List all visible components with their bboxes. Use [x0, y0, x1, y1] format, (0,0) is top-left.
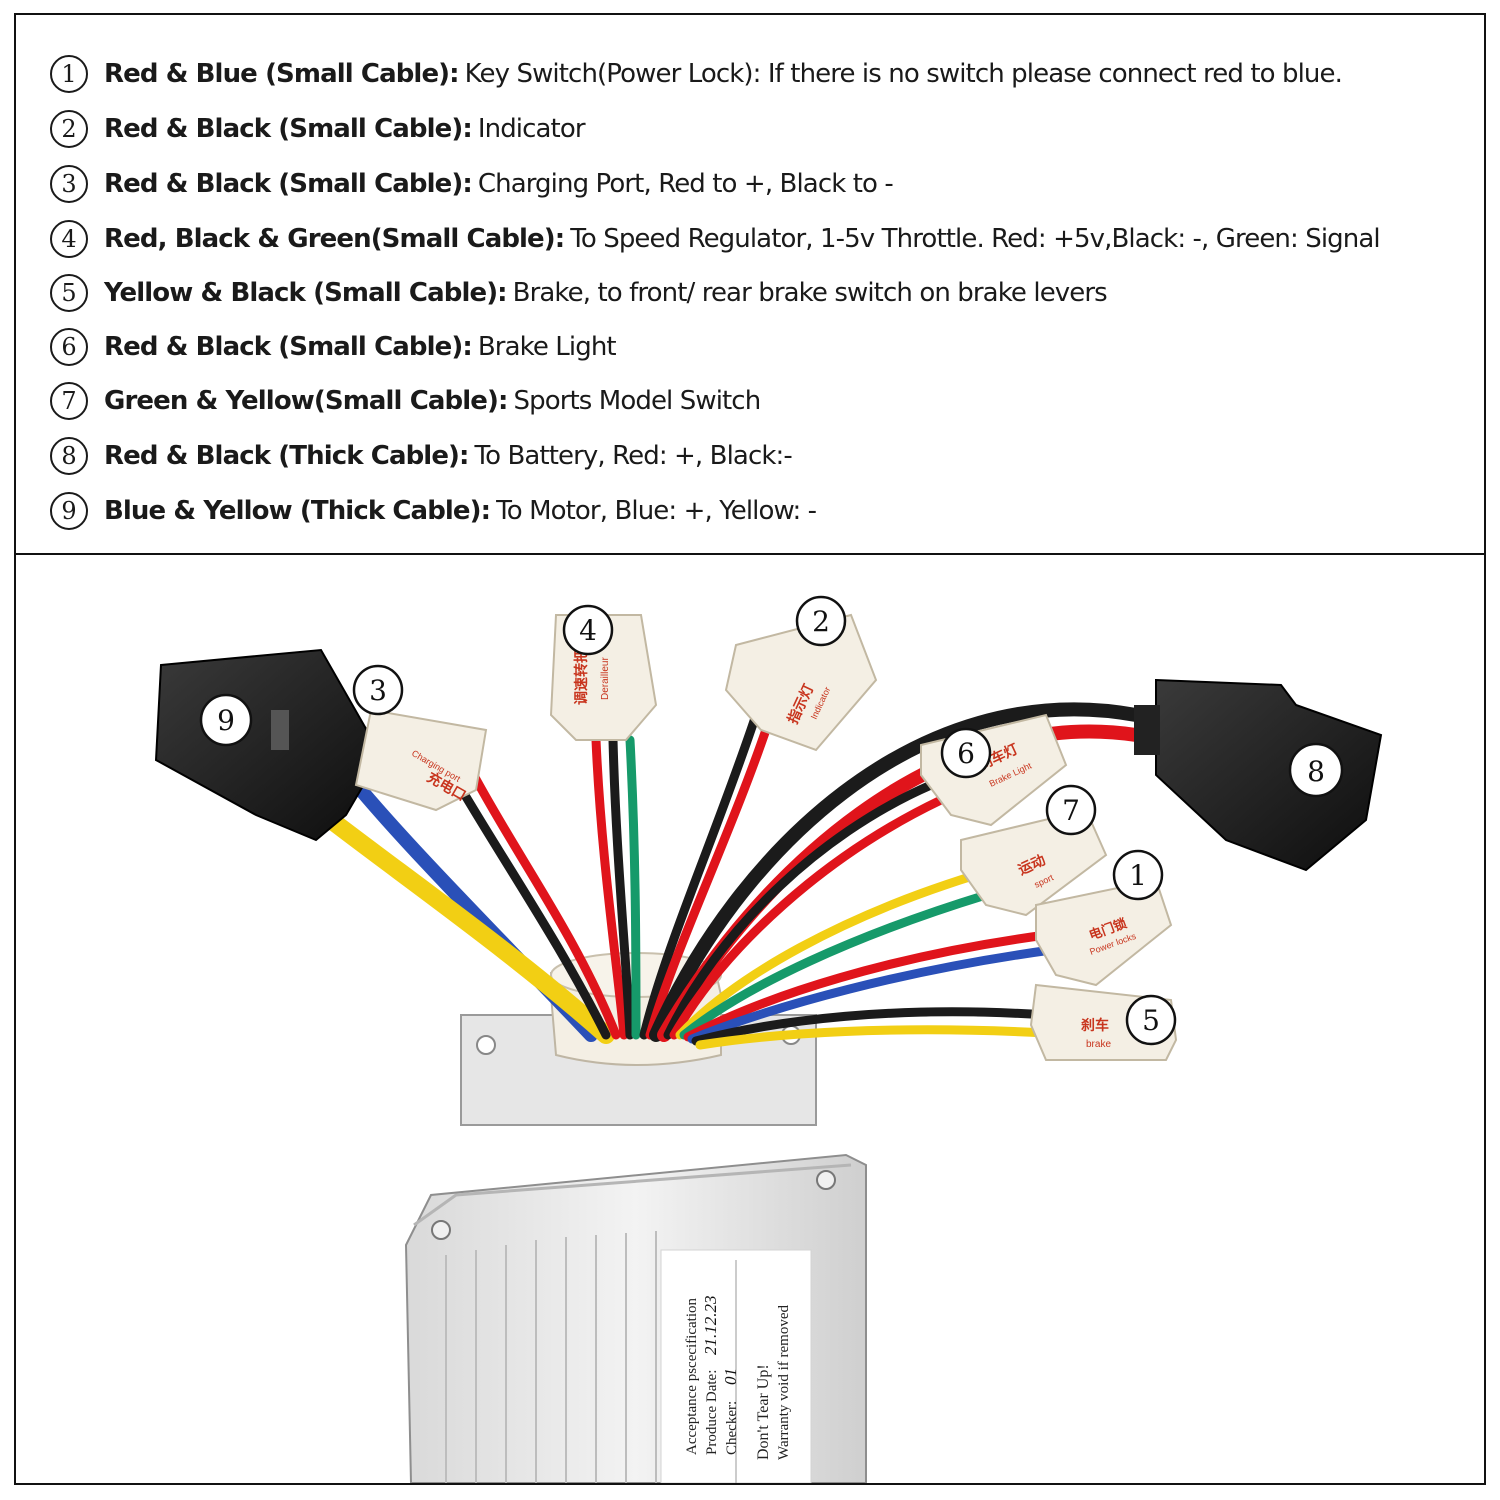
legend-label-2: Red & Black (Small Cable): — [104, 114, 473, 144]
wire-1-blue — [687, 945, 1056, 1044]
warranty-label: Acceptance pscecification Produce Date: … — [660, 1249, 812, 1483]
legend-desc-1: Key Switch(Power Lock): If there is no s… — [464, 59, 1343, 89]
legend-desc-9: To Motor, Blue: +, Yellow: - — [496, 496, 817, 526]
controller-photo: Acceptance pscecification Produce Date: … — [16, 555, 1484, 1483]
callout-2-number: 2 — [812, 605, 830, 638]
legend-item-8: 8 Red & Black (Thick Cable): To Battery,… — [50, 431, 793, 481]
wire-2-red — [645, 710, 776, 1040]
legend-label-1: Red & Blue (Small Cable): — [104, 59, 460, 89]
legend-desc-8: To Battery, Red: +, Black:- — [474, 441, 793, 471]
callout-6 — [940, 727, 992, 779]
legend-desc-7: Sports Model Switch — [513, 386, 761, 416]
legend-number-8: 8 — [50, 437, 88, 475]
label-handwritten-date: 21.12.23 — [701, 1296, 720, 1356]
legend-item-6: 6 Red & Black (Small Cable): Brake Light — [50, 322, 617, 372]
callout-6-number: 6 — [957, 737, 975, 770]
wire-6-black — [663, 780, 936, 1040]
callout-1 — [1112, 849, 1164, 901]
legend-label-5: Yellow & Black (Small Cable): — [104, 278, 508, 308]
legend-desc-6: Brake Light — [477, 332, 617, 362]
wire-7-yellow — [675, 870, 981, 1040]
callout-7-number: 7 — [1062, 794, 1080, 827]
callout-9 — [199, 693, 253, 747]
label-line-checker: Checker: — [724, 1401, 740, 1455]
legend-label-6: Red & Black (Small Cable): — [104, 332, 473, 362]
label-line-dont-tear: Don't Tear Up! — [755, 1364, 772, 1460]
legend-desc-5: Brake, to front/ rear brake switch on br… — [512, 278, 1108, 308]
legend-label-4: Red, Black & Green(Small Cable): — [104, 224, 565, 254]
legend-label-3: Red & Black (Small Cable): — [104, 169, 473, 199]
wire-4-red — [591, 735, 629, 1040]
connector-3-charging: 充电口 Charging port 3 — [352, 664, 488, 812]
label-handwritten-checker: 01 — [721, 1368, 740, 1385]
tag-4-en: Derailleur — [600, 657, 611, 700]
connector-6-brake-light: 刹车灯 Brake Light 6 — [920, 713, 1068, 827]
wire-3-red — [466, 765, 621, 1040]
tag-5-cn: 刹车 — [1081, 1017, 1109, 1034]
callout-8 — [1288, 742, 1344, 798]
legend-item-1: 1 Red & Blue (Small Cable): Key Switch(P… — [50, 49, 1343, 99]
legend-number-4: 4 — [50, 220, 88, 258]
legend-label-9: Blue & Yellow (Thick Cable): — [104, 496, 491, 526]
connector-2-indicator: 指示灯 Indicator 2 — [724, 595, 878, 752]
legend-desc-3: Charging Port, Red to +, Black to - — [477, 169, 894, 199]
controller-illustration: Acceptance pscecification Produce Date: … — [154, 595, 1383, 1483]
wire-3-black — [451, 775, 611, 1040]
legend-number-3: 3 — [50, 165, 88, 203]
callout-4-number: 4 — [579, 614, 597, 647]
callout-5-number: 5 — [1142, 1004, 1160, 1037]
legend-number-6: 6 — [50, 328, 88, 366]
wire-5-black — [691, 1007, 1051, 1046]
callout-3 — [352, 664, 404, 716]
legend-item-4: 4 Red, Black & Green(Small Cable): To Sp… — [50, 214, 1381, 264]
connector-7-sport: 运动 sport 7 — [960, 784, 1108, 917]
legend-number-2: 2 — [50, 110, 88, 148]
tag-5-en: brake — [1086, 1039, 1111, 1050]
connector-4-throttle: 调速转把 Derailleur 4 — [549, 604, 658, 741]
connector-8-battery: 8 — [1134, 678, 1383, 872]
wire-1-red — [683, 930, 1051, 1042]
wire-8-black — [649, 702, 1143, 1042]
legend-number-9: 9 — [50, 492, 88, 530]
wire-6-red — [669, 795, 946, 1040]
legend-item-9: 9 Blue & Yellow (Thick Cable): To Motor,… — [50, 486, 817, 536]
connector-1-power-lock: 电门锁 Power locks 1 — [1035, 849, 1173, 987]
legend-item-7: 7 Green & Yellow(Small Cable): Sports Mo… — [50, 376, 761, 426]
label-line-warranty-void: Warranty void if removed — [776, 1305, 792, 1460]
diagram-frame: 1 Red & Blue (Small Cable): Key Switch(P… — [14, 13, 1486, 1485]
callout-2 — [795, 595, 847, 647]
connector-9-motor: 9 — [154, 648, 383, 842]
legend-number-1: 1 — [50, 55, 88, 93]
callout-3-number: 3 — [369, 674, 387, 707]
wire-5-yellow — [695, 1025, 1051, 1050]
legend-label-8: Red & Black (Thick Cable): — [104, 441, 469, 471]
callout-5 — [1125, 994, 1177, 1046]
callout-8-number: 8 — [1307, 755, 1325, 788]
legend-desc-4: To Speed Regulator, 1-5v Throttle. Red: … — [570, 224, 1380, 254]
tag-4-cn: 调速转把 — [573, 649, 590, 705]
legend-item-5: 5 Yellow & Black (Small Cable): Brake, t… — [50, 268, 1108, 318]
wire-2-black — [639, 710, 761, 1040]
wire-9-yellow — [322, 811, 615, 1044]
wire-4-green — [625, 735, 641, 1040]
wiring-legend: 1 Red & Blue (Small Cable): Key Switch(P… — [16, 15, 1484, 555]
legend-label-7: Green & Yellow(Small Cable): — [104, 386, 508, 416]
legend-number-7: 7 — [50, 382, 88, 420]
connector-5-brake: 刹车 brake 5 — [1029, 983, 1178, 1061]
legend-item-2: 2 Red & Black (Small Cable): Indicator — [50, 104, 586, 154]
label-line-acceptance: Acceptance pscecification — [684, 1298, 700, 1455]
label-line-produce-date: Produce Date: — [704, 1370, 720, 1455]
callout-4 — [562, 604, 614, 656]
legend-desc-2: Indicator — [477, 114, 586, 144]
wire-4-black — [608, 735, 635, 1040]
wire-7-green — [679, 890, 991, 1040]
legend-number-5: 5 — [50, 274, 88, 312]
callout-9-number: 9 — [217, 704, 235, 737]
callout-1-number: 1 — [1129, 859, 1147, 892]
legend-item-3: 3 Red & Black (Small Cable): Charging Po… — [50, 159, 894, 209]
callout-7 — [1045, 784, 1097, 836]
